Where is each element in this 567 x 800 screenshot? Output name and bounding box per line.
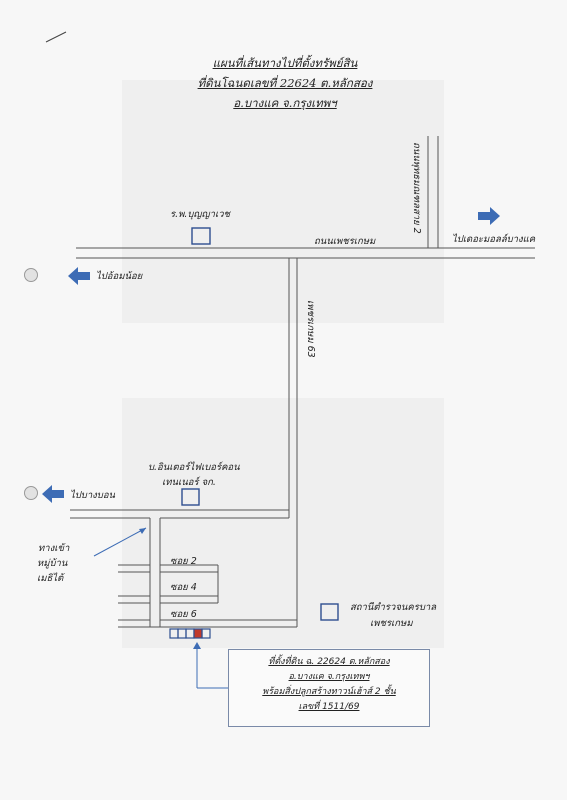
arrow-left-icon — [68, 267, 90, 285]
townhouse-unit — [201, 628, 211, 639]
direction-bang-bon: ไปบางบอน — [70, 490, 116, 501]
punch-hole-top — [24, 268, 38, 282]
company-label-line2: เทนเนอร์ จก. — [162, 477, 216, 488]
company-marker-icon — [181, 488, 200, 506]
townhouse-unit-target — [193, 628, 203, 639]
property-info-line4: เลขที่ 1511/69 — [298, 702, 360, 712]
townhouse-unit — [185, 628, 195, 639]
entrance-label-line1: ทางเข้า — [38, 543, 70, 554]
police-label-line2: เพชรเกษม — [370, 618, 413, 629]
property-info-line3: พร้อมสิ่งปลูกสร้างทาวน์เฮ้าส์ 2 ชั้น — [262, 687, 396, 697]
company-label-line1: บ.อินเตอร์ไฟเบอร์คอน — [148, 462, 240, 473]
entrance-pointer-head-icon — [139, 528, 146, 534]
property-info-line1: ที่ตั้งที่ดิน ฉ. 22624 ต.หลักสอง — [268, 657, 390, 667]
map-title-line2: ที่ดินโฉนดเลขที่ 22624 ต.หลักสอง — [197, 76, 373, 90]
phutthamonthon-road-label: ถนนพุทธมณฑลสาย 2 — [411, 142, 422, 234]
direction-the-mall: ไปเดอะมอลล์บางแค — [452, 234, 536, 245]
property-info-box: ที่ตั้งที่ดิน ฉ. 22624 ต.หลักสอง อ.บางแค… — [228, 649, 430, 727]
direction-om-noi: ไปอ้อมน้อย — [96, 271, 143, 282]
police-marker-icon — [320, 603, 339, 621]
police-label-line1: สถานีตำรวจนครบาล — [350, 602, 437, 613]
entrance-label-line3: เมธิไต้ — [37, 573, 64, 584]
map-title-line3: อ.บางแค จ.กรุงเทพฯ — [233, 96, 337, 110]
arrow-right-icon — [478, 207, 500, 225]
entrance-pointer-icon — [93, 527, 147, 557]
bleed-through-photo-top — [122, 80, 444, 323]
soi4-label: ซอย 4 — [170, 582, 197, 593]
entrance-label-line2: หมู่บ้าน — [37, 558, 68, 569]
bleed-through-photo-bottom — [122, 398, 444, 648]
soi2-label: ซอย 2 — [170, 556, 197, 567]
soi6-label: ซอย 6 — [170, 609, 197, 620]
punch-hole-bottom — [24, 486, 38, 500]
property-info-line2: อ.บางแค จ.กรุงเทพฯ — [288, 672, 370, 682]
hospital-label: ร.พ.บุญญาเวช — [170, 209, 230, 220]
map-title-line1: แผนที่เส้นทางไปที่ตั้งทรัพย์สิน — [212, 56, 358, 70]
hospital-marker-icon — [191, 227, 211, 245]
property-pointer-head-icon — [193, 642, 201, 649]
arrow-left-icon-bangbon — [42, 485, 64, 503]
townhouse-unit — [169, 628, 179, 639]
phetkasem-road-label: ถนนเพชรเกษม — [314, 236, 376, 247]
phetkasem63-road-label: เพชรเกษม 63 — [305, 300, 316, 358]
townhouse-unit — [177, 628, 187, 639]
pen-mark — [45, 31, 67, 43]
